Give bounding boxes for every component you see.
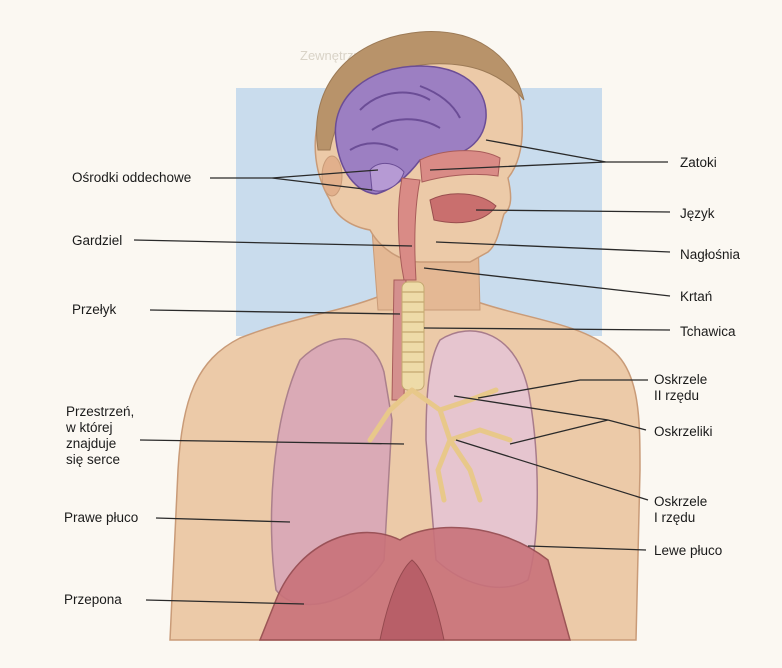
label-krtan: Krtań [680,289,712,305]
label-przestrzen-line3: znajduje [66,436,134,452]
label-oskrzele-ii-rzedu: Oskrzele II rzędu [654,372,707,404]
label-oskrzele-i-line2: I rzędu [654,510,707,526]
label-jezyk: Język [680,206,715,222]
label-przestrzen-line2: w której [66,420,134,436]
ear [322,156,342,196]
label-oskrzeliki: Oskrzeliki [654,424,713,440]
label-zatoki: Zatoki [680,155,717,171]
label-przelyk: Przełyk [72,302,116,318]
trachea [402,282,424,390]
label-przestrzen-line1: Przestrzeń, [66,404,134,420]
label-prawe-pluco: Prawe płuco [64,510,138,526]
label-przestrzen-line4: się serce [66,452,134,468]
label-oskrzele-i-rzedu: Oskrzele I rzędu [654,494,707,526]
label-lewe-pluco: Lewe płuco [654,543,722,559]
label-naglosnia: Nagłośnia [680,247,740,263]
label-przepona: Przepona [64,592,122,608]
label-osrodki-oddechowe: Ośrodki oddechowe [72,170,191,186]
label-tchawica: Tchawica [680,324,736,340]
label-przestrzen-serce: Przestrzeń, w której znajduje się serce [66,404,134,468]
label-gardziel: Gardziel [72,233,122,249]
label-oskrzele-ii-line1: Oskrzele [654,372,707,388]
label-oskrzele-ii-line2: II rzędu [654,388,707,404]
label-oskrzele-i-line1: Oskrzele [654,494,707,510]
leader-gardziel [134,240,412,246]
